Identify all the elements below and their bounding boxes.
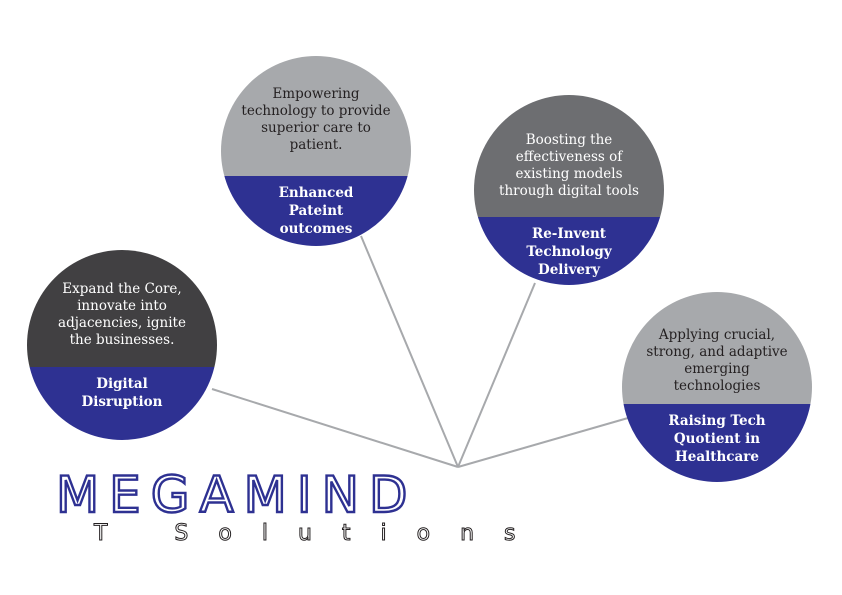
node-tech-quotient: Applying crucial, strong, and adaptive e… <box>622 292 812 482</box>
connector-digital <box>211 388 459 468</box>
node-enhanced-outcomes: Empowering technology to provide superio… <box>221 56 411 246</box>
connector-outcomes <box>360 235 459 468</box>
node-digital-disruption: Expand the Core, innovate into adjacenci… <box>27 250 217 440</box>
logo-name: MEGAMIND <box>55 466 418 524</box>
connector-tech <box>457 417 629 468</box>
connector-reinvent <box>457 282 536 468</box>
node-reinvent-delivery: Boosting the effectiveness of existing m… <box>474 95 664 285</box>
logo-tagline: T Solutions <box>94 521 546 546</box>
megamind-logo: MEGAMIND T Solutions <box>48 466 628 546</box>
node-title: Raising Tech Quotient in Healthcare <box>622 404 812 482</box>
